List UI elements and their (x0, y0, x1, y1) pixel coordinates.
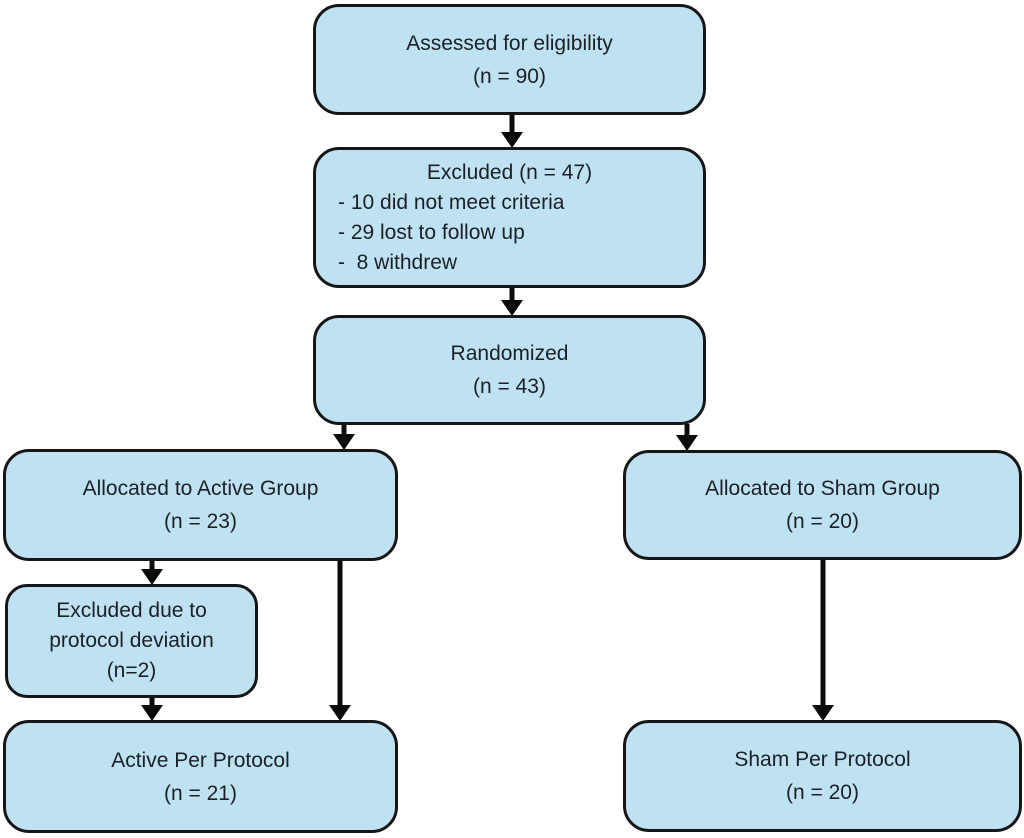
arrow-assessed-to-excluded (501, 114, 523, 148)
node-excluded: Excluded (n = 47) - 10 did not meet crit… (313, 147, 706, 288)
node-label: Allocated to Sham Group (705, 477, 940, 500)
node-label: Active Per Protocol (111, 748, 290, 772)
node-randomized: Randomized (n = 43) (313, 315, 706, 425)
node-count: (n = 20) (786, 510, 859, 533)
arrow-excluded-to-randomized (501, 287, 523, 316)
node-allocated-active-group: Allocated to Active Group (n = 23) (3, 449, 398, 561)
arrow-deviation-to-per-protocol (141, 697, 163, 721)
node-count: (n=2) (106, 659, 157, 682)
node-excluded-protocol-deviation: Excluded due to protocol deviation (n=2) (5, 584, 258, 698)
arrow-active-to-per-protocol (329, 560, 351, 721)
node-label: Sham Per Protocol (734, 748, 911, 771)
node-count: (n = 43) (473, 375, 546, 398)
excluded-reason: - 8 withdrew (338, 250, 458, 274)
node-count: (n = 20) (786, 781, 859, 804)
excluded-reason: - 29 lost to follow up (338, 220, 525, 244)
node-label: Assessed for eligibility (406, 31, 613, 55)
node-label: Excluded due to (56, 599, 207, 622)
node-count: (n = 23) (164, 510, 237, 533)
node-label: Excluded (n = 47) (426, 160, 593, 184)
node-label: protocol deviation (49, 629, 214, 652)
node-sham-per-protocol: Sham Per Protocol (n = 20) (623, 720, 1022, 832)
node-count: (n = 90) (473, 64, 546, 88)
node-allocated-sham-group: Allocated to Sham Group (n = 20) (623, 450, 1022, 560)
arrow-sham-to-per-protocol (812, 558, 834, 721)
node-assessed-for-eligibility: Assessed for eligibility (n = 90) (313, 4, 706, 115)
excluded-reason: - 10 did not meet criteria (338, 190, 565, 214)
arrow-randomized-to-sham (676, 424, 698, 451)
arrow-active-to-deviation (141, 560, 163, 585)
node-active-per-protocol: Active Per Protocol (n = 21) (3, 720, 398, 833)
arrow-randomized-to-active (333, 424, 355, 450)
node-label: Allocated to Active Group (82, 477, 319, 500)
node-count: (n = 21) (164, 781, 237, 805)
node-label: Randomized (450, 342, 569, 365)
